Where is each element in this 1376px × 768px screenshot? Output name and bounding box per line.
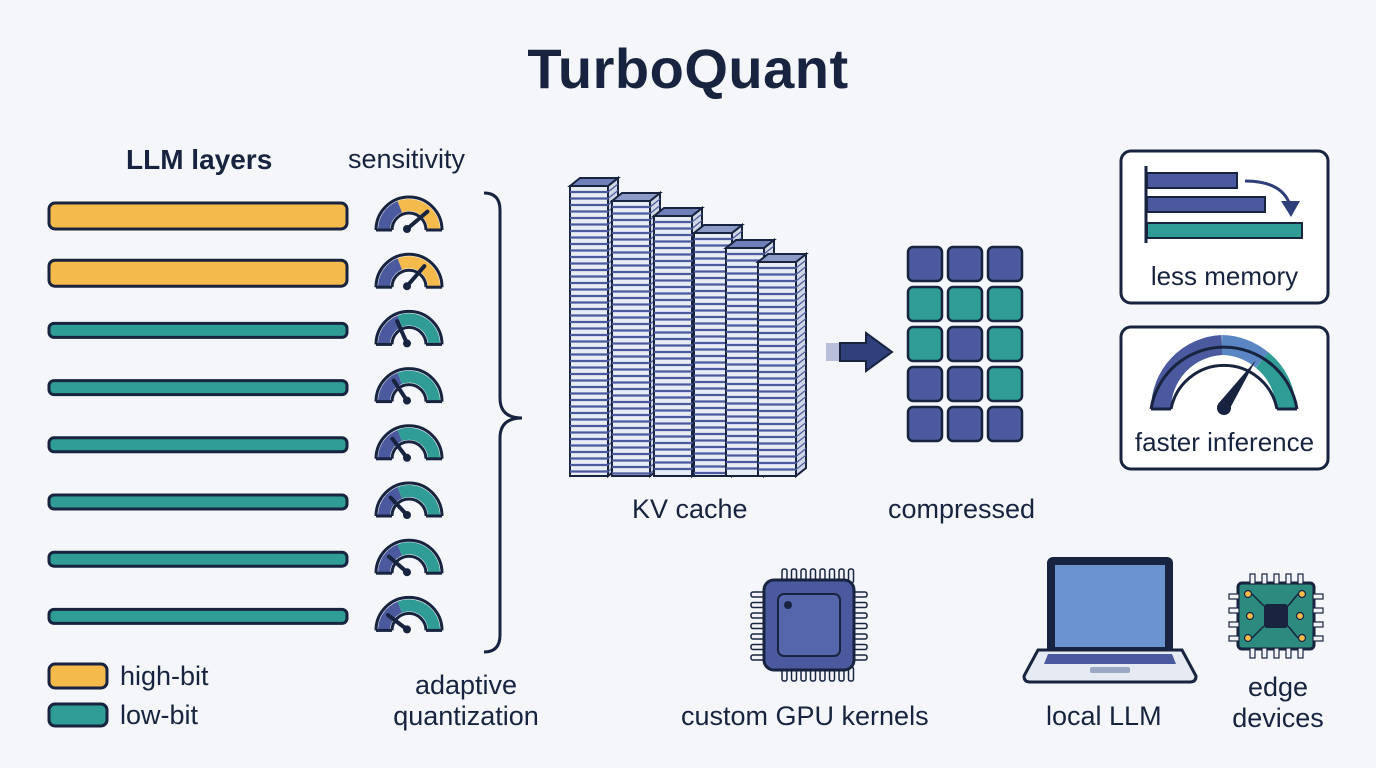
faster-inference-label: faster inference bbox=[1134, 427, 1315, 457]
board-pin bbox=[1249, 573, 1256, 585]
page-title: TurboQuant bbox=[527, 37, 849, 100]
edge-devices-label: edge devices bbox=[1232, 672, 1324, 733]
gpu-kernels-label: custom GPU kernels bbox=[681, 701, 929, 731]
compressed-block bbox=[946, 325, 984, 363]
kv-stack bbox=[609, 190, 663, 479]
layer-bar-low-bit bbox=[47, 436, 349, 454]
memory-bars-icon bbox=[1144, 166, 1303, 243]
compressed-block bbox=[946, 245, 984, 283]
layer-bar-high-bit bbox=[47, 258, 349, 288]
compressed-label: compressed bbox=[888, 494, 1036, 524]
less-memory-label: less memory bbox=[1150, 261, 1299, 291]
board-pin bbox=[1273, 573, 1280, 585]
board-pin bbox=[1312, 635, 1324, 642]
layer-bar-low-bit bbox=[47, 607, 349, 625]
legend-low-swatch bbox=[47, 702, 109, 728]
compressed-block bbox=[906, 285, 944, 323]
compressed-block bbox=[906, 325, 944, 363]
layer-bar-low-bit bbox=[47, 550, 349, 568]
layer-bar-high-bit bbox=[47, 201, 349, 231]
llm-layers-heading: LLM layers bbox=[126, 144, 273, 175]
layer-bar-low-bit bbox=[47, 321, 349, 339]
faster-inference-card bbox=[1119, 325, 1330, 471]
board-pin bbox=[1228, 621, 1240, 628]
local-llm-label: local LLM bbox=[1046, 701, 1162, 731]
board-pad bbox=[1297, 633, 1307, 643]
compressed-block bbox=[986, 365, 1024, 403]
compressed-block bbox=[906, 405, 944, 443]
legend-high-bit-label: high-bit bbox=[120, 661, 209, 691]
compressed-block bbox=[986, 325, 1024, 363]
layer-bars bbox=[47, 201, 349, 625]
compressed-block bbox=[946, 405, 984, 443]
compress-arrow-icon bbox=[826, 331, 894, 373]
board-pad bbox=[1243, 633, 1253, 643]
sensitivity-gauge-icon bbox=[374, 538, 444, 577]
sensitivity-gauge-icon bbox=[374, 309, 444, 348]
layer-bar-low-bit bbox=[47, 379, 349, 397]
gpu-chip-icon bbox=[750, 568, 868, 682]
compressed-block bbox=[906, 245, 944, 283]
kv-layer-lines bbox=[758, 259, 807, 471]
kv-stack bbox=[567, 175, 621, 479]
legend-high-swatch bbox=[47, 662, 109, 690]
sensitivity-gauge-icon bbox=[374, 252, 444, 291]
board-pad bbox=[1243, 589, 1253, 599]
board-pin bbox=[1228, 635, 1240, 642]
board-pin bbox=[1297, 573, 1304, 585]
board-chip bbox=[1264, 604, 1288, 628]
laptop-icon bbox=[1022, 557, 1198, 684]
board-pin bbox=[1285, 573, 1292, 585]
kv-stack bbox=[755, 251, 809, 479]
compressed-grid bbox=[906, 245, 1024, 443]
sensitivity-gauge-icon bbox=[374, 595, 444, 634]
sensitivity-gauge-icon bbox=[374, 424, 444, 462]
gpu-die bbox=[777, 593, 841, 657]
board-pin bbox=[1228, 607, 1240, 614]
compressed-block bbox=[906, 365, 944, 403]
board-pin bbox=[1297, 647, 1304, 659]
legend-low-bit-label: low-bit bbox=[120, 700, 199, 730]
compressed-block bbox=[986, 245, 1024, 283]
board-pin bbox=[1249, 647, 1256, 659]
sensitivity-gauge-icon bbox=[374, 195, 444, 233]
board-pin bbox=[1273, 647, 1280, 659]
board-pad bbox=[1245, 611, 1255, 621]
adaptive-brace bbox=[483, 191, 523, 654]
board-pin bbox=[1228, 593, 1240, 600]
less-memory-card bbox=[1119, 149, 1330, 305]
sensitivity-gauge-icon bbox=[374, 367, 444, 405]
sensitivity-heading: sensitivity bbox=[348, 144, 466, 174]
compressed-block bbox=[946, 365, 984, 403]
compressed-block bbox=[986, 405, 1024, 443]
compressed-block bbox=[946, 285, 984, 323]
board-pin bbox=[1312, 593, 1324, 600]
board-pin bbox=[1312, 621, 1324, 628]
kv-cache-stacks bbox=[567, 175, 809, 479]
layer-bar-low-bit bbox=[47, 493, 349, 511]
board-pin bbox=[1285, 647, 1292, 659]
sensitivity-gauges bbox=[374, 195, 444, 634]
speedometer-icon bbox=[1149, 335, 1299, 415]
board-traces bbox=[1251, 593, 1299, 639]
board-pad bbox=[1297, 589, 1307, 599]
board-pin bbox=[1261, 647, 1268, 659]
adaptive-quantization-label: adaptive quantization bbox=[393, 670, 539, 731]
circuit-board-icon bbox=[1228, 573, 1324, 659]
board-pin bbox=[1261, 573, 1268, 585]
sensitivity-gauge-icon bbox=[374, 481, 444, 519]
board-pin bbox=[1312, 607, 1324, 614]
kv-cache-label: KV cache bbox=[632, 494, 748, 524]
compressed-block bbox=[986, 285, 1024, 323]
board-pad bbox=[1295, 611, 1305, 621]
